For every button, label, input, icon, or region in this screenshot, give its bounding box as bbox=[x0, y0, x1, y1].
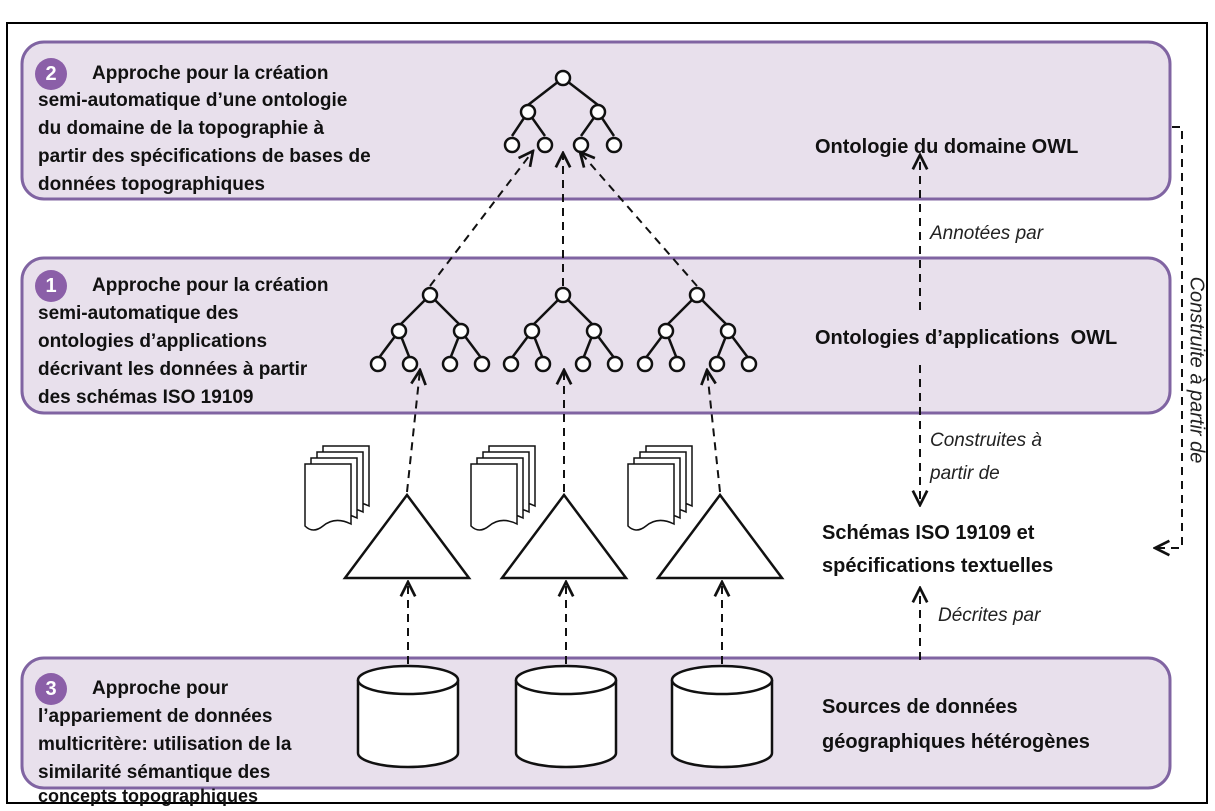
schemas-label: spécifications textuelles bbox=[822, 555, 1054, 577]
built-from-label: partir de bbox=[930, 463, 1000, 484]
schema-triangle bbox=[499, 492, 629, 580]
approach-3-line: multicritère: utilisation de la bbox=[38, 734, 292, 755]
domain-ontology-label: Ontologie du domaine OWL bbox=[815, 136, 1079, 158]
schema-triangle bbox=[655, 492, 785, 580]
annotated-by-label: Annotées par bbox=[930, 223, 1044, 244]
approach-2-line: partir des spécifications de bases de bbox=[38, 146, 371, 167]
approach-1-title: Approche pour la création bbox=[92, 275, 329, 296]
sources-label: géographiques hétérogènes bbox=[822, 731, 1090, 753]
outer-frame bbox=[6, 22, 1208, 804]
approach-3-badge: 3 bbox=[35, 673, 67, 705]
application-ontology-tree bbox=[502, 286, 624, 373]
document-stacks bbox=[304, 445, 693, 531]
approach-2-line: du domaine de la topographie à bbox=[38, 118, 325, 139]
application-ontology-tree bbox=[636, 286, 758, 373]
application-ontology-trees bbox=[369, 286, 758, 373]
application-ontology-tree bbox=[369, 286, 491, 373]
schema-triangle bbox=[342, 492, 472, 580]
approach-2-badge: 2 bbox=[35, 58, 67, 90]
approach-2-title: Approche pour la création bbox=[92, 63, 329, 84]
database-cylinder bbox=[670, 664, 774, 769]
approach-2-line: semi-automatique d’une ontologie bbox=[38, 90, 348, 111]
document-stack bbox=[304, 445, 370, 531]
built-from-label: Construites à bbox=[930, 430, 1042, 451]
schema-triangles bbox=[342, 492, 785, 580]
approach-1-badge: 1 bbox=[35, 270, 67, 302]
domain-ontology-tree bbox=[503, 69, 623, 154]
approach-3-title: Approche pour bbox=[92, 678, 229, 699]
document-stack bbox=[470, 445, 536, 531]
described-by-label: Décrites par bbox=[938, 605, 1041, 626]
sources-label: Sources de données bbox=[822, 696, 1018, 718]
schemas-label: Schémas ISO 19109 et bbox=[822, 522, 1035, 544]
built-from-vertical-label: Construite à partir de bbox=[1185, 276, 1208, 464]
approach-2-line: données topographiques bbox=[38, 174, 265, 195]
panel-approach-2 bbox=[20, 40, 1172, 201]
approach-1-line: semi-automatique des bbox=[38, 303, 239, 324]
approach-1-line: ontologies d’applications bbox=[38, 331, 268, 352]
application-ontologies-label: Ontologies d’applications OWL bbox=[815, 327, 1118, 349]
database-cylinder bbox=[356, 664, 460, 769]
approach-1-line: des schémas ISO 19109 bbox=[38, 387, 254, 408]
document-stack bbox=[627, 445, 693, 531]
approach-3-line: similarité sémantique des bbox=[38, 762, 271, 783]
databases bbox=[356, 664, 774, 769]
approach-3-line: l’appariement de données bbox=[38, 706, 273, 727]
approach-3-line: concepts topographiques bbox=[38, 786, 259, 806]
dashed-arrows bbox=[407, 126, 1183, 664]
approach-1-line: décrivant les données à partir bbox=[38, 359, 308, 380]
database-cylinder bbox=[514, 664, 618, 769]
